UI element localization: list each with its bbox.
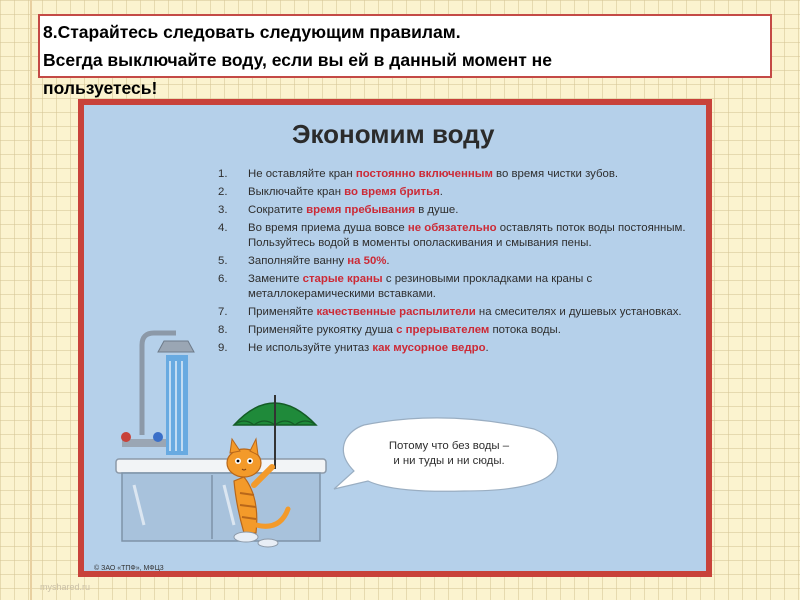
rule-highlight: как мусорное ведро <box>372 341 486 354</box>
poster-copyright: © ЗАО «ТПФ», МФЦ3 <box>94 565 164 572</box>
rule-item: 4. Во время приема душа вовсе не обязател… <box>218 221 698 250</box>
cat-icon <box>226 437 291 548</box>
rule-text: потока воды. <box>489 323 561 336</box>
rule-highlight: с прерывателем <box>396 323 490 336</box>
rule-text: с резиновыми прокладками на краны с мета… <box>248 273 593 300</box>
rule-text: Во время приема душа вовсе <box>248 222 408 235</box>
bubble-line-2: и ни туды и ни сюды. <box>393 455 505 467</box>
rules-list: 1. Не оставляйте кран постоянно включенны… <box>218 167 698 359</box>
umbrella-icon <box>232 395 318 469</box>
water-saving-poster: Экономим воду 1. Не оставляйте кран посто… <box>78 99 712 577</box>
rule-text: . <box>439 186 443 199</box>
header-line-2: Всегда выключайте воду, если вы ей в дан… <box>43 50 552 70</box>
rule-text: Заполняйте ванну <box>248 254 348 267</box>
rule-number: 8. <box>218 323 228 336</box>
rule-highlight: во время бритья <box>344 186 440 199</box>
rule-item: 8. Применяйте рукоятку душа с прерывателе… <box>218 323 698 338</box>
rule-text: Выключайте кран <box>248 186 345 199</box>
notebook-margin-line <box>0 0 32 600</box>
faucet-icon <box>121 432 166 447</box>
rule-number: 4. <box>218 222 228 235</box>
bubble-line-1: Потому что без воды – <box>388 440 510 452</box>
rule-highlight: старые краны <box>302 273 383 286</box>
rule-text: Не оставляйте кран <box>248 168 356 180</box>
rule-text: Замените <box>248 273 303 286</box>
rule-number: 6. <box>218 273 228 286</box>
rule-text: на смесителях и душевых установках. <box>475 305 682 318</box>
watermark: myshared.ru <box>40 582 91 592</box>
rule-item: 1. Не оставляйте кран постоянно включенны… <box>218 167 698 182</box>
rule-text: Сократите <box>248 204 307 217</box>
rule-highlight: не обязательно <box>407 222 497 235</box>
rule-highlight: постоянно включенным <box>355 168 493 180</box>
rule-number: 1. <box>218 168 228 180</box>
rule-text: в душе. <box>415 204 459 217</box>
rule-number: 7. <box>218 305 228 318</box>
shower-icon <box>139 330 195 455</box>
header-line-1: 8.Старайтесь следовать следующим правила… <box>43 22 461 42</box>
rule-highlight: на 50% <box>347 254 387 267</box>
poster-title: Экономим воду <box>292 119 495 149</box>
rule-number: 2. <box>218 186 228 199</box>
rule-text: оставлять поток воды постоянным. Пользуй… <box>248 222 686 249</box>
rule-text: . <box>485 341 489 354</box>
header-line-3: пользуетесь! <box>43 78 158 98</box>
rule-item: 3. Сократите время пребывания в душе. <box>218 203 698 218</box>
rule-number: 9. <box>218 341 228 354</box>
rule-text: Не используйте унитаз <box>248 341 373 354</box>
rule-highlight: время пребывания <box>306 204 416 217</box>
rule-text: во время чистки зубов. <box>492 168 619 180</box>
rule-item: 2. Выключайте кран во время бритья. <box>218 185 698 200</box>
rule-header-box <box>38 14 772 78</box>
rule-highlight: качественные распылители <box>316 305 476 318</box>
rule-item: 9. Не используйте унитаз как мусорное вед… <box>218 341 698 356</box>
rule-text: Применяйте <box>248 305 317 318</box>
rule-text: . <box>386 254 390 267</box>
rule-header-text: 8.Старайтесь следовать следующим правила… <box>43 18 783 102</box>
bathtub-icon <box>115 458 327 542</box>
rule-item: 5. Заполняйте ванну на 50%. <box>218 254 698 269</box>
rule-item: 6. Замените старые краны с резиновыми про… <box>218 272 698 301</box>
rule-item: 7. Применяйте качественные распылители на… <box>218 305 698 320</box>
rule-number: 5. <box>218 254 228 267</box>
bathroom-illustration <box>115 330 327 548</box>
speech-bubble-shape <box>333 417 559 492</box>
rule-number: 3. <box>218 204 228 217</box>
rule-text: Применяйте рукоятку душа <box>248 323 397 336</box>
